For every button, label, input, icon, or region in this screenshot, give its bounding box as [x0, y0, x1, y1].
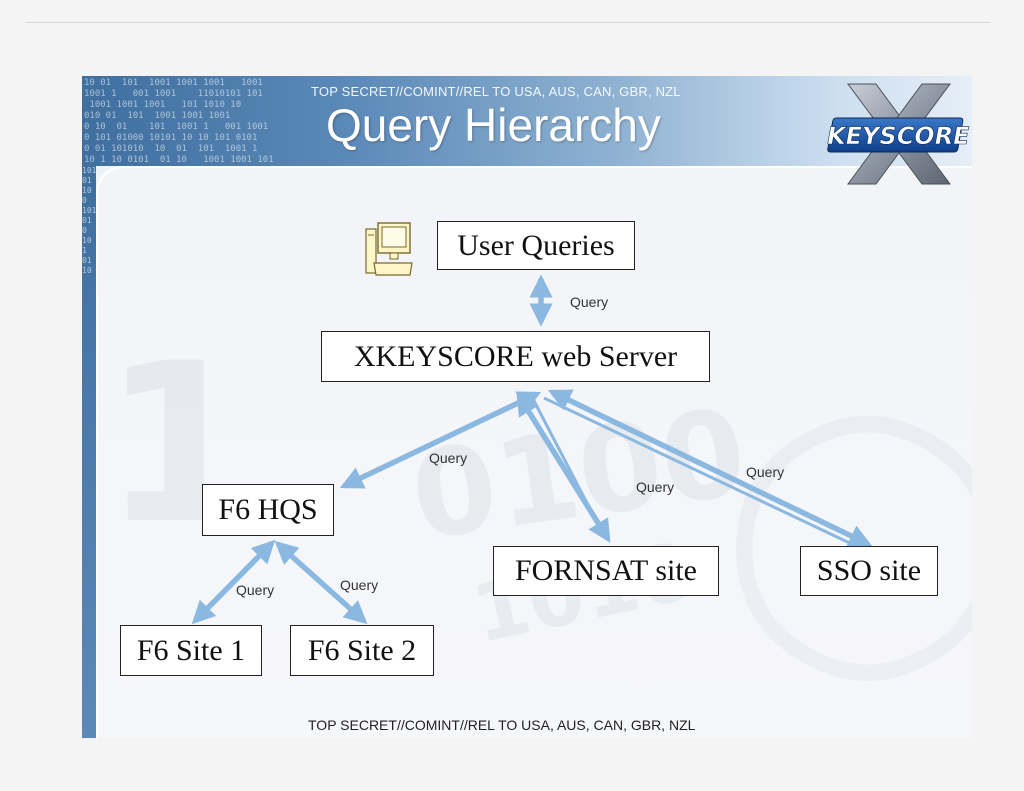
node-f6-site-2: F6 Site 2	[290, 625, 434, 676]
edge-web-sso	[547, 389, 873, 547]
node-web-server: XKEYSCORE web Server	[321, 331, 710, 382]
side-binary-decoration: 101 01 10 0 101 01 0 10 1 01 10	[82, 166, 96, 275]
connector-arrows	[191, 274, 873, 625]
slide-header-band	[82, 76, 972, 166]
edge-label-web-fornsat: Query	[636, 479, 675, 495]
node-fornsat-site: FORNSAT site	[493, 546, 719, 596]
slide-title: Query Hierarchy	[326, 99, 661, 151]
node-user-queries: User Queries	[437, 221, 635, 270]
edge-hqs-site1	[191, 539, 276, 625]
page-top-rule	[26, 22, 990, 23]
side-stripe	[82, 166, 96, 738]
node-f6-hqs: F6 HQS	[202, 484, 334, 536]
node-f6-site-1: F6 Site 1	[120, 625, 262, 676]
edge-hqs-site2	[274, 540, 368, 625]
slide: 10 01 101 1001 1001 1001 1001 1001 1 001…	[82, 76, 972, 738]
edge-web-sso-return	[543, 396, 857, 548]
classification-banner-top: TOP SECRET//COMINT//REL TO USA, AUS, CAN…	[311, 84, 681, 99]
edge-web-fornsat-return	[529, 394, 604, 533]
svg-text:KEYSCORE: KEYSCORE	[826, 122, 972, 150]
computer-icon	[365, 222, 413, 276]
binary-pattern-decoration: 10 01 101 1001 1001 1001 1001 1001 1 001…	[84, 78, 274, 165]
edge-web-hqs	[339, 391, 542, 489]
keyscore-logo: KEYSCORE	[826, 83, 972, 185]
classification-banner-bottom: TOP SECRET//COMINT//REL TO USA, AUS, CAN…	[308, 717, 696, 733]
edge-label-web-sso: Query	[746, 464, 785, 480]
edge-label-hqs-site2: Query	[340, 577, 379, 593]
edge-label-web-hqs: Query	[429, 450, 468, 466]
edge-label-user-web: Query	[570, 294, 609, 310]
edge-label-hqs-site1: Query	[236, 582, 275, 598]
node-sso-site: SSO site	[800, 546, 938, 596]
